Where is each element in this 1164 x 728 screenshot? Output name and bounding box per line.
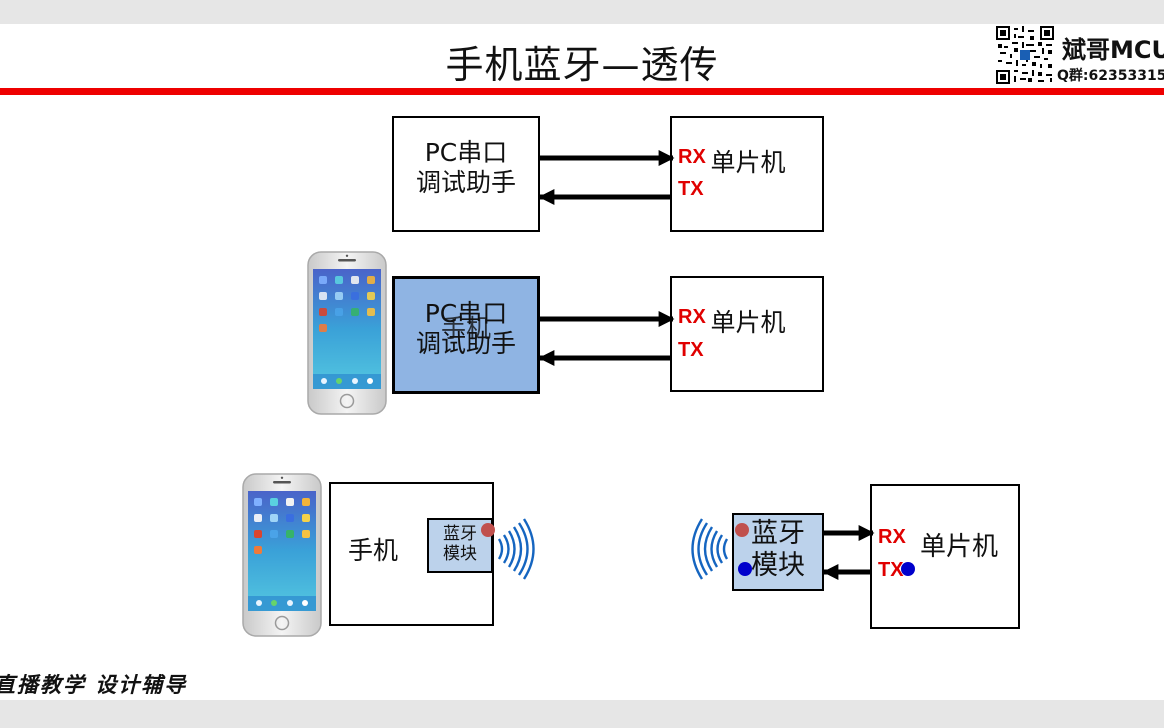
phone-module-red-dot [481, 523, 495, 537]
brand-name: 斌哥MCU [1062, 36, 1164, 64]
bluetooth-module-label: 蓝牙 模块 [751, 518, 805, 581]
pc-serial-tool-label-2: PC串口 调试助手 [415, 299, 516, 358]
phone-box-label: 手机 [347, 536, 398, 565]
wireless-signal-icon [497, 518, 535, 580]
wireless-signal-icon-2 [691, 518, 729, 580]
diagram-graphics [242, 149, 915, 637]
mcu-label-3: 单片机 [919, 532, 998, 562]
mcu-blue-dot [901, 562, 915, 576]
pc-serial-tool-label: PC串口 调试助手 [415, 138, 516, 197]
mcu-box-3 [870, 484, 1020, 629]
rx-label-2: RX [678, 306, 706, 328]
phone-bluetooth-module-label: 蓝牙 模块 [443, 524, 477, 565]
module-red-dot [735, 523, 749, 537]
mcu-box-2 [670, 276, 824, 392]
mcu-label-1: 单片机 [710, 148, 786, 177]
tx-label-2: TX [678, 339, 704, 361]
pc-serial-tool-box [392, 116, 540, 232]
tx-label-1: TX [678, 178, 704, 200]
smartphone-icon-2 [242, 473, 322, 637]
mcu-box-1 [670, 116, 824, 232]
qr-code-icon [996, 26, 1054, 84]
qq-group: Q群:62353315 [1057, 68, 1164, 84]
slide: 手机蓝牙—透传 斌哥MCU Q群:62353315 PC串口 调试助手 单片机 … [0, 24, 1164, 700]
phone-overlay-label: 手机 [440, 314, 491, 343]
slide-title: 手机蓝牙—透传 [445, 43, 719, 87]
smartphone-icon [307, 251, 387, 415]
title-underline [0, 88, 1164, 95]
phone-as-serial-tool-box [392, 276, 540, 394]
mcu-label-2: 单片机 [710, 308, 786, 337]
tx-label-3: TX [878, 559, 904, 581]
rx-label-3: RX [878, 526, 906, 548]
footer-slogan: 直播教学 设计辅导 [0, 672, 188, 697]
rx-label-1: RX [678, 146, 706, 168]
module-blue-dot [738, 562, 752, 576]
